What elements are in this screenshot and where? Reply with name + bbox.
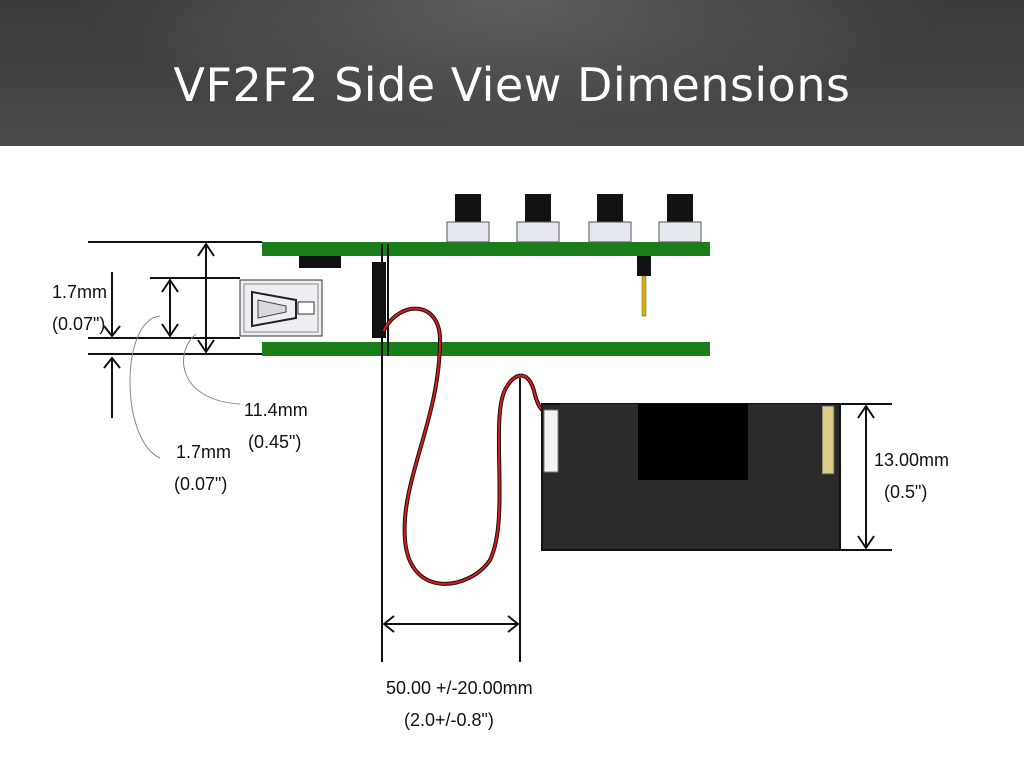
- cable-length-mm-label: 50.00 +/-20.00mm: [386, 678, 533, 698]
- cable-dimension: [381, 244, 521, 662]
- battery-dimension: [840, 403, 892, 551]
- push-button: [516, 194, 560, 243]
- battery-height-mm-label: 13.00mm: [874, 450, 949, 470]
- gap-bottom-mm-label: 1.7mm: [176, 442, 231, 462]
- dimension-lines-left: [88, 241, 262, 418]
- gap-top-in-label: (0.07"): [52, 314, 105, 334]
- height-in-label: (0.45"): [248, 432, 301, 452]
- height-mm-label: 11.4mm: [244, 400, 308, 420]
- bottom-pcb: [262, 342, 710, 356]
- gap-bottom-in-label: (0.07"): [174, 474, 227, 494]
- page-title: VF2F2 Side View Dimensions: [173, 58, 851, 112]
- cable-length-in-label: (2.0+/-0.8"): [404, 710, 494, 730]
- led-component: [637, 256, 651, 317]
- battery-cable: [382, 306, 550, 586]
- push-button: [446, 194, 490, 243]
- leader-lines: [129, 315, 241, 459]
- gap-top-mm-label: 1.7mm: [52, 282, 107, 302]
- push-button: [658, 194, 702, 243]
- push-button: [588, 194, 632, 243]
- top-pcb: [262, 242, 710, 256]
- smd-component: [299, 256, 341, 268]
- battery-height-in-label: (0.5"): [884, 482, 927, 502]
- title-bar: [0, 0, 1024, 146]
- usb-connector: [239, 279, 323, 337]
